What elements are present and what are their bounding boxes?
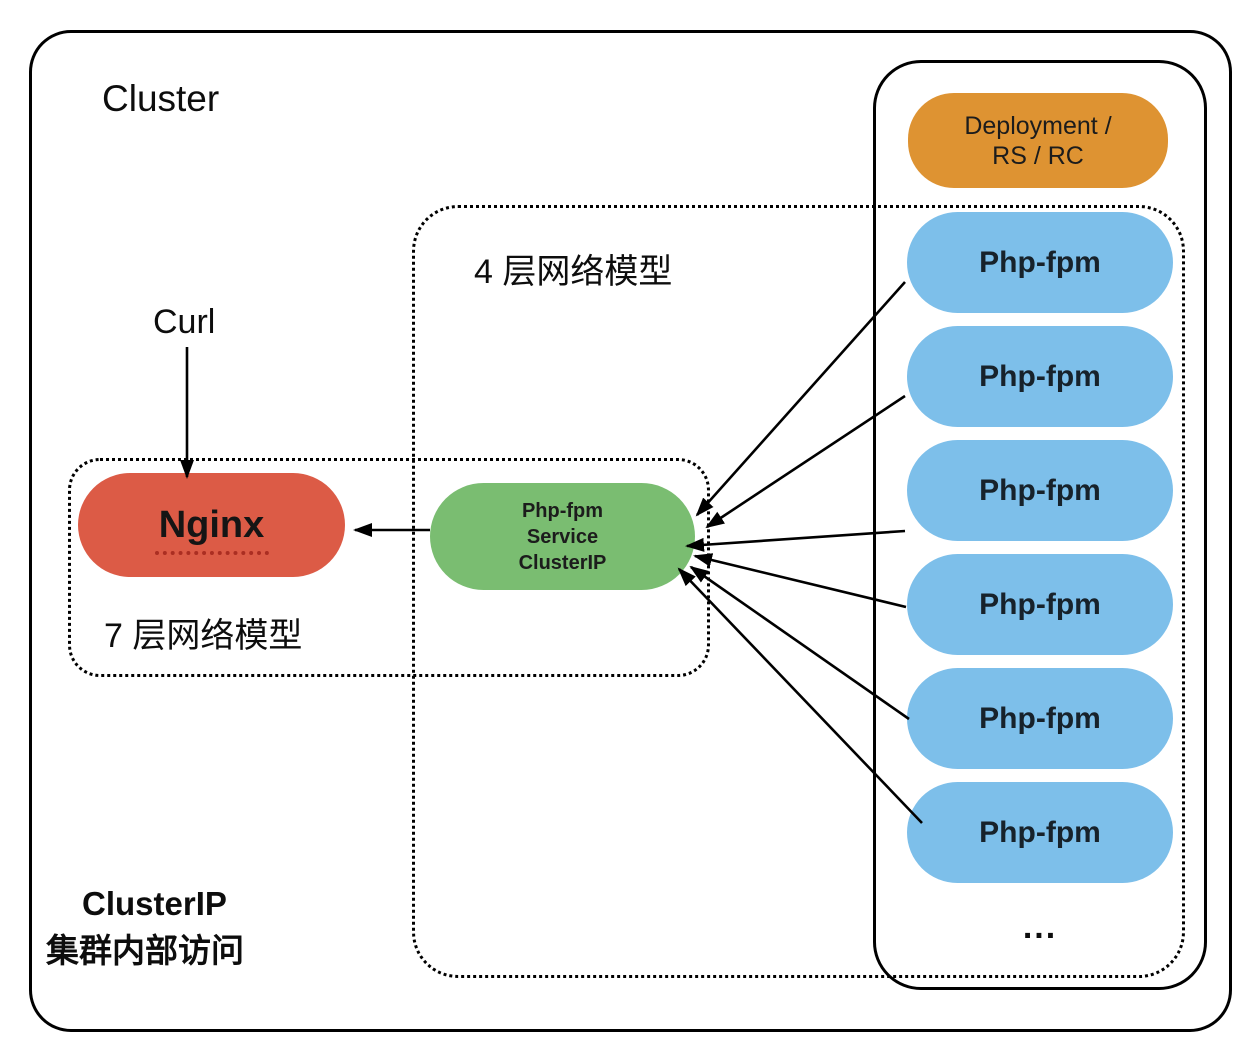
service-label-line1: Php-fpm (521, 499, 604, 522)
pod-label: Php-fpm (979, 473, 1101, 507)
pod-label: Php-fpm (979, 587, 1101, 621)
service-label-line3: ClusterIP (518, 551, 607, 574)
more-pods-ellipsis: ... (1022, 908, 1058, 946)
pod-node-2: Php-fpm (907, 326, 1173, 427)
four-layer-network-boundary (412, 205, 1185, 978)
nginx-label: Nginx (158, 503, 265, 546)
pod-node-1: Php-fpm (907, 212, 1173, 313)
caption-subtitle: 集群内部访问 (46, 932, 244, 969)
pod-node-6: Php-fpm (907, 782, 1173, 883)
four-layer-label: 4 层网络模型 (474, 253, 673, 291)
phpfpm-service-node: Php-fpm Service ClusterIP (430, 483, 695, 590)
pod-node-3: Php-fpm (907, 440, 1173, 541)
pod-label: Php-fpm (979, 245, 1101, 279)
caption-title: ClusterIP (82, 885, 227, 922)
pod-node-5: Php-fpm (907, 668, 1173, 769)
pod-label: Php-fpm (979, 359, 1101, 393)
deployment-label-line1: Deployment / (964, 111, 1112, 140)
cluster-label: Cluster (102, 78, 220, 119)
nginx-node: Nginx (78, 473, 345, 577)
service-label-line2: Service (526, 525, 599, 548)
pod-node-4: Php-fpm (907, 554, 1173, 655)
seven-layer-label: 7 层网络模型 (104, 617, 303, 655)
pod-label: Php-fpm (979, 815, 1101, 849)
pod-label: Php-fpm (979, 701, 1101, 735)
nginx-spellcheck-underline (154, 551, 269, 555)
cluster-boundary (29, 30, 1232, 1032)
curl-label: Curl (153, 303, 216, 341)
deployment-label-line2: RS / RC (992, 141, 1084, 170)
deployment-node: Deployment / RS / RC (908, 93, 1168, 188)
